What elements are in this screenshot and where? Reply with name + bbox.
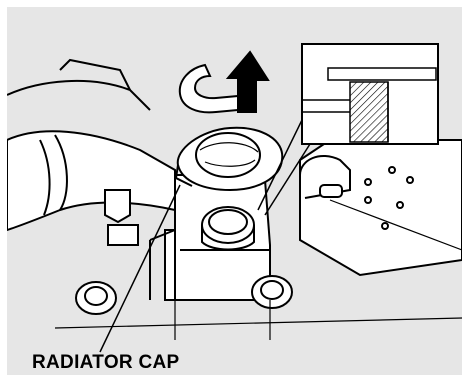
illustration-panel xyxy=(7,7,462,375)
radiator-cap xyxy=(176,128,282,190)
reservoir-tank xyxy=(300,140,462,275)
radiator-hose xyxy=(7,60,175,230)
engine-illustration xyxy=(7,7,462,375)
rotation-arrow-icon xyxy=(180,52,268,112)
cap-detail-inset xyxy=(302,44,438,144)
radiator-cap-label: RADIATOR CAP xyxy=(32,352,180,374)
